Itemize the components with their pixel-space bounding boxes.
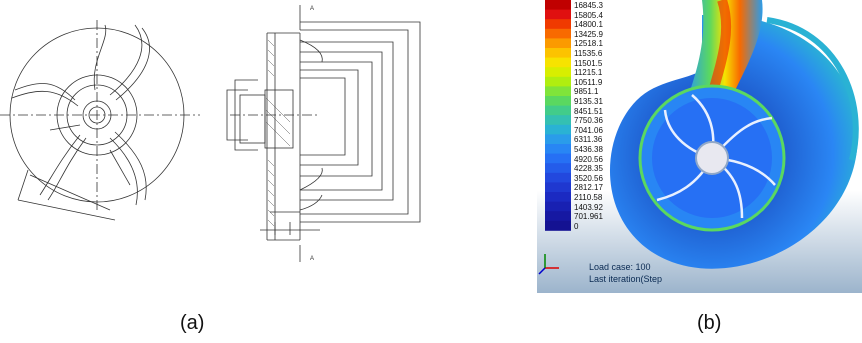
- legend-swatch: [545, 220, 571, 231]
- legend-swatch: [545, 182, 571, 193]
- legend-swatch: [545, 105, 571, 116]
- impeller-hub: [695, 141, 729, 175]
- legend-swatch: [545, 153, 571, 164]
- legend-value: 5436.38: [574, 145, 603, 154]
- load-case-text: Load case: 100: [589, 262, 651, 272]
- legend-swatch: [545, 134, 571, 145]
- legend-swatch: [545, 76, 571, 87]
- legend-swatch: [545, 67, 571, 78]
- legend-swatch: [545, 28, 571, 39]
- caption-a: (a): [180, 312, 205, 334]
- legend-swatch: [545, 124, 571, 135]
- blade-1b: [115, 27, 150, 101]
- legend-value: 16845.3: [574, 1, 603, 10]
- legend-value: 0: [574, 221, 579, 231]
- legend-value: 7041.06: [574, 125, 603, 135]
- legend-value: 701.961: [574, 212, 603, 222]
- legend-value: 11535.6: [574, 49, 603, 58]
- blade-5: [93, 24, 107, 91]
- volute-outer: [766, 17, 859, 161]
- legend-value: 4920.56: [574, 154, 603, 164]
- legend-swatch: [545, 86, 571, 97]
- legend-swatch: [545, 192, 571, 202]
- svg-text:A: A: [310, 6, 314, 12]
- legend-value: 9851.1: [574, 87, 599, 97]
- legend-swatch: [545, 19, 571, 30]
- legend-swatch: [545, 48, 571, 58]
- legend-swatch: [545, 201, 571, 212]
- legend-value: 15805.4: [574, 10, 603, 20]
- axis-triad-icon: [538, 254, 559, 275]
- engineering-drawing: A A: [0, 5, 421, 262]
- legend-swatch: [545, 96, 571, 106]
- legend-swatch: [545, 38, 571, 49]
- blade-4b: [109, 137, 138, 206]
- legend-value: 11501.5: [574, 58, 603, 68]
- legend-value: 3520.56: [574, 173, 603, 183]
- blade-2: [14, 83, 76, 101]
- legend-color-bar: [545, 0, 571, 231]
- legend-value: 13425.9: [574, 29, 603, 39]
- cfd-svg: [537, 0, 862, 293]
- caption-b: (b): [697, 312, 722, 334]
- legend-swatch: [545, 57, 571, 68]
- legend-swatch: [545, 172, 571, 183]
- legend-value: 10511.9: [574, 77, 603, 87]
- legend-swatch: [545, 211, 571, 222]
- blade-3: [39, 134, 81, 196]
- legend-swatch: [545, 144, 571, 154]
- legend-value: 12518.1: [574, 39, 603, 49]
- legend-value: 14800.1: [574, 20, 603, 30]
- legend-value: 1403.92: [574, 202, 603, 212]
- blade-3b: [47, 137, 87, 201]
- blade-2b: [11, 90, 79, 107]
- legend-swatch: [545, 9, 571, 20]
- legend-swatch: [545, 0, 571, 10]
- svg-text:A: A: [310, 256, 314, 262]
- legend-value: 2110.58: [574, 193, 603, 202]
- drawing-svg: A A: [0, 5, 421, 262]
- legend-value: 4228.35: [574, 164, 603, 174]
- legend-value: 8451.51: [574, 106, 603, 116]
- legend-value: 2812.17: [574, 183, 603, 193]
- blade-4: [114, 131, 147, 201]
- legend-value: 6311.36: [574, 135, 603, 145]
- blade-1: [109, 24, 143, 96]
- legend-value: 7750.36: [574, 116, 603, 126]
- legend-swatch: [545, 115, 571, 126]
- legend-swatch: [545, 163, 571, 174]
- legend-value: 9135.31: [574, 97, 603, 106]
- legend-value: 11215.1: [574, 68, 603, 78]
- last-iteration-text: Last iteration(Step: [589, 274, 663, 284]
